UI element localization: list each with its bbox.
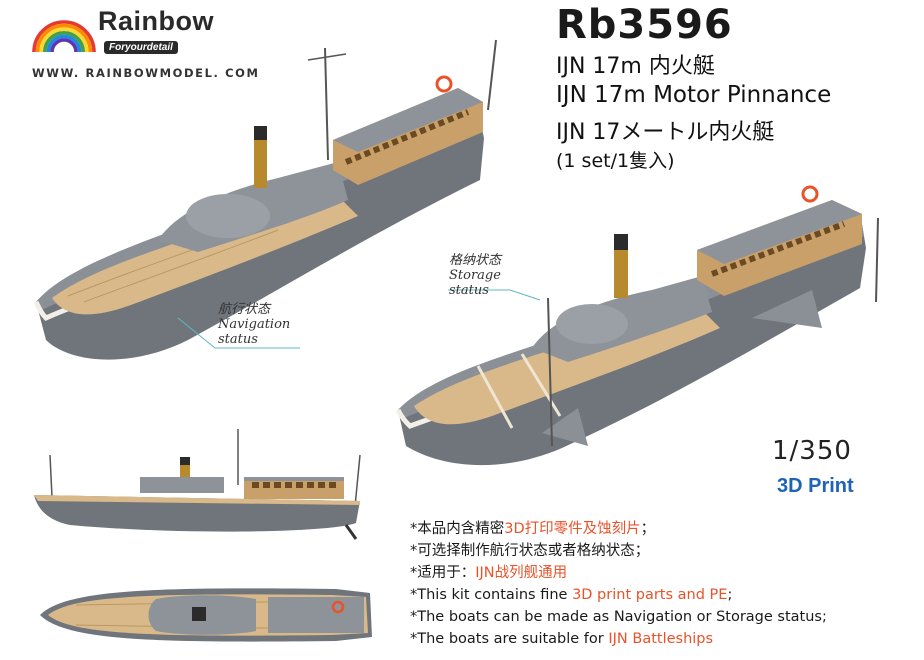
feature-list: *本品内含精密3D打印零件及蚀刻片； *可选择制作航行状态或者格纳状态； *适用… xyxy=(410,518,827,650)
title-english: IJN 17m Motor Pinnance xyxy=(556,82,832,108)
annotation-storage: 格纳状态 Storage status xyxy=(449,253,502,298)
rainbow-arc xyxy=(46,34,82,53)
product-code: Rb3596 xyxy=(556,2,733,48)
boat-top-view xyxy=(40,588,372,642)
website-url: WWW. RAINBOWMODEL. COM xyxy=(32,66,260,80)
title-japanese: IJN 17メートル内火艇 xyxy=(556,120,775,145)
feature-line: *The boats can be made as Navigation or … xyxy=(410,609,827,625)
annotation-navigation: 航行状态 Navigation status xyxy=(218,302,291,347)
brand-tagline: Foryourdetail xyxy=(104,41,178,54)
boat-side-view xyxy=(34,429,361,540)
set-info: (1 set/1隻入) xyxy=(556,150,675,172)
rainbow-arc xyxy=(32,20,96,53)
feature-line: *The boats are suitable for IJN Battlesh… xyxy=(410,631,714,647)
rainbow-arc xyxy=(50,38,78,53)
rainbow-arc xyxy=(43,31,85,53)
print-type-label: 3D Print xyxy=(777,475,854,497)
rainbow-arc xyxy=(39,27,89,53)
brand-name: Rainbow xyxy=(98,6,214,36)
scale-label: 1/350 xyxy=(772,436,852,466)
feature-line: *本品内含精密3D打印零件及蚀刻片； xyxy=(410,521,656,537)
rainbow-arc xyxy=(35,23,93,53)
boat-storage-render xyxy=(395,185,879,466)
rainbow-logo-icon xyxy=(32,20,96,53)
feature-line: *This kit contains fine 3D print parts a… xyxy=(410,587,733,603)
feature-line: *适用于：IJN战列舰通用 xyxy=(410,565,568,581)
boat-navigation-render xyxy=(33,39,497,360)
feature-line: *可选择制作航行状态或者格纳状态； xyxy=(410,543,650,559)
title-chinese: IJN 17m 内火艇 xyxy=(556,54,715,79)
